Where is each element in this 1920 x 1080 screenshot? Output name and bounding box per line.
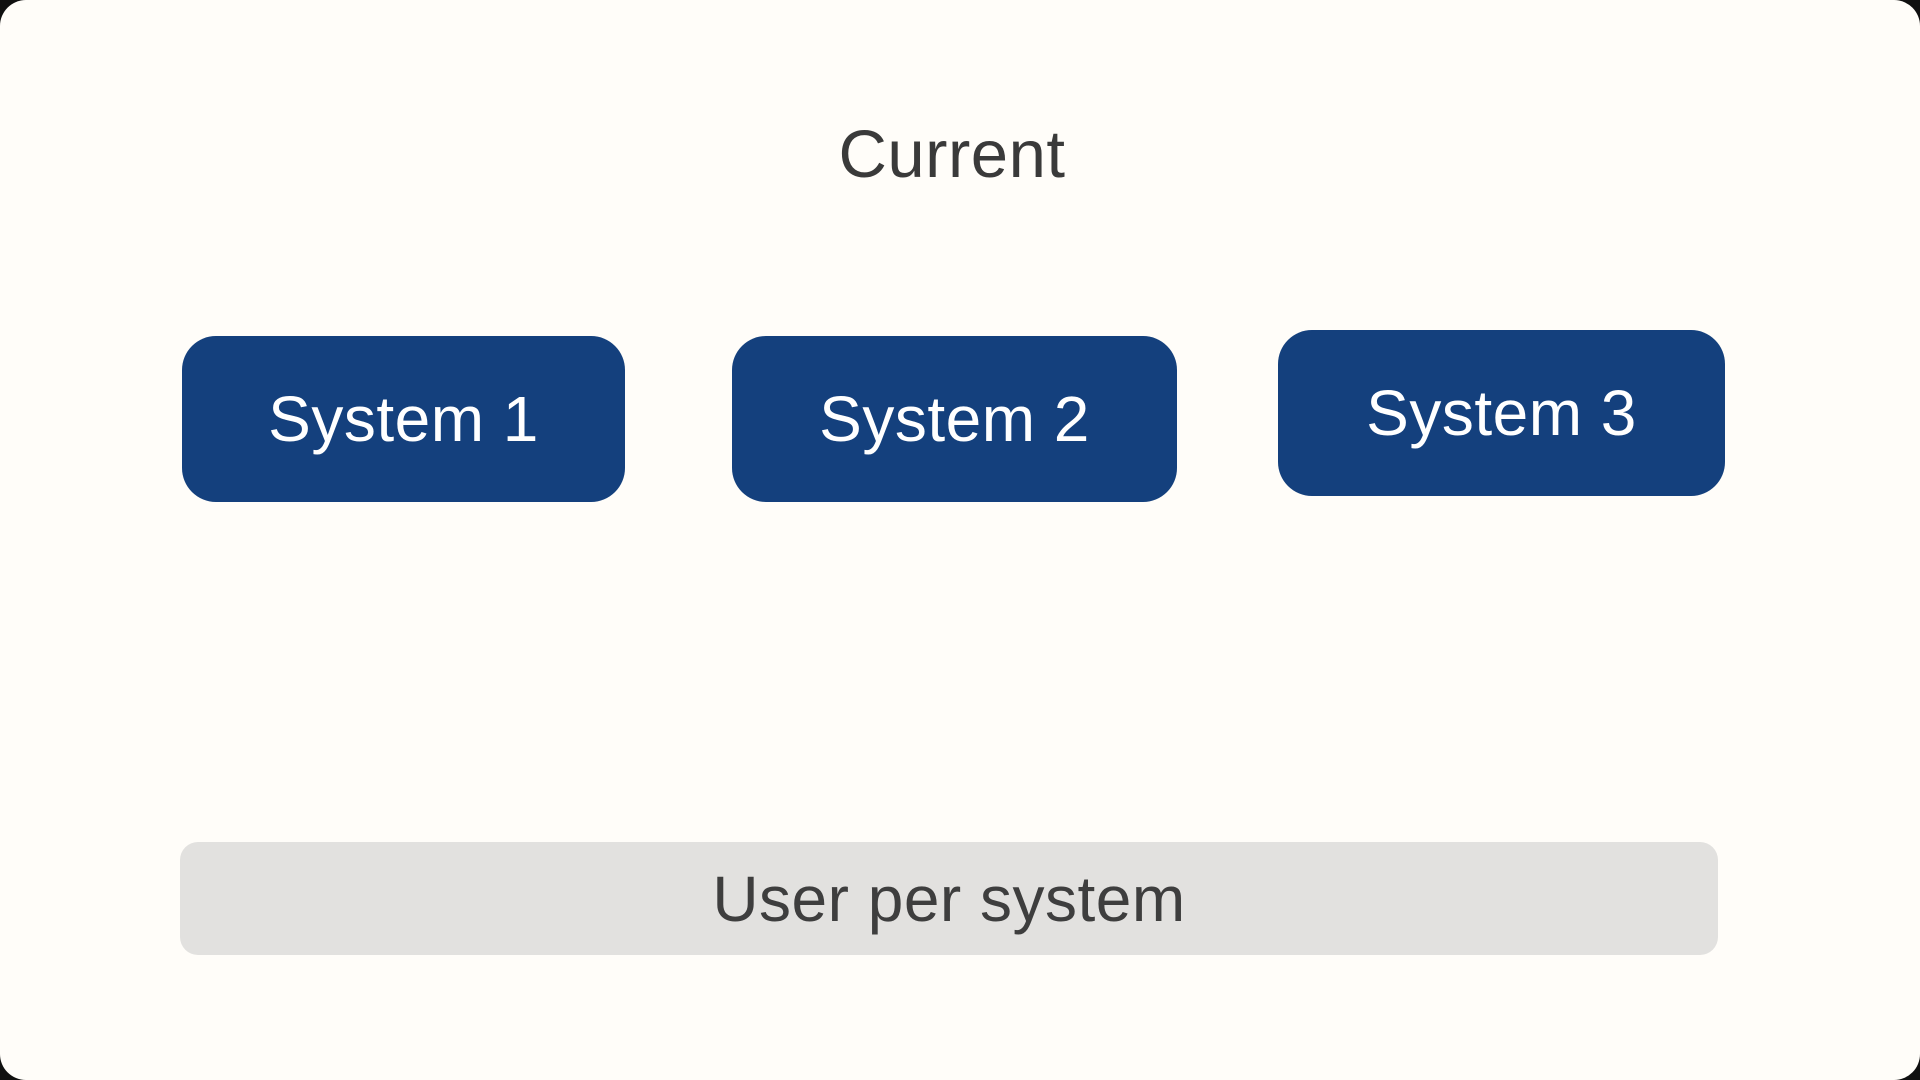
- slide-title: Current: [838, 117, 1066, 192]
- user-bar-label: User per system: [712, 862, 1186, 935]
- diagram-node-system-3: System 3: [1278, 330, 1725, 496]
- diagram-node-system-2: System 2: [732, 336, 1177, 502]
- system-2-label: System 2: [819, 383, 1090, 455]
- diagram-bar-user-per-system: User per system: [180, 842, 1718, 955]
- system-1-label: System 1: [268, 383, 539, 455]
- system-3-label: System 3: [1366, 377, 1637, 449]
- diagram-node-system-1: System 1: [182, 336, 625, 502]
